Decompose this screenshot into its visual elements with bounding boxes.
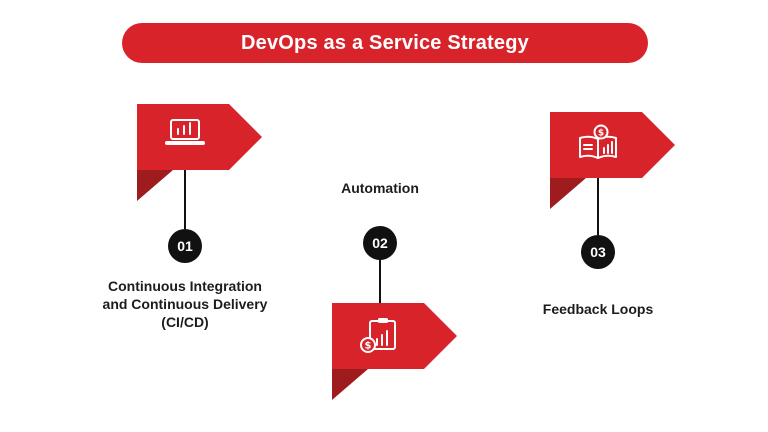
step-label-1: Continuous Integration and Continuous De… [102,278,268,331]
ribbon-arrow-1 [137,104,262,201]
ribbon-arrow-2: $ [332,303,457,400]
connector-line-1 [184,170,186,229]
step-label-3: Feedback Loops [542,301,654,317]
connector-line-3 [597,178,599,235]
connector-line-2 [379,260,381,303]
book-dollar-chart-icon: $ [579,124,617,159]
step-number-2: 02 [363,226,397,260]
laptop-chart-icon [165,119,205,145]
page-title: DevOps as a Service Strategy [241,31,529,54]
ribbon-arrow-3: $ [550,112,675,209]
ribbon-fold [550,178,586,209]
step-number-3-label: 03 [590,244,606,260]
step-number-1-label: 01 [177,238,193,254]
svg-text:$: $ [598,128,604,138]
step-number-1: 01 [168,229,202,263]
step-number-3: 03 [581,235,615,269]
clipboard-chart-dollar-icon: $ [360,318,396,353]
ribbon-fold [332,369,368,400]
title-banner: DevOps as a Service Strategy [122,23,648,63]
svg-text:$: $ [365,341,372,352]
step-label-2: Automation [341,180,419,196]
step-number-2-label: 02 [372,235,388,251]
ribbon-fold [137,170,173,201]
